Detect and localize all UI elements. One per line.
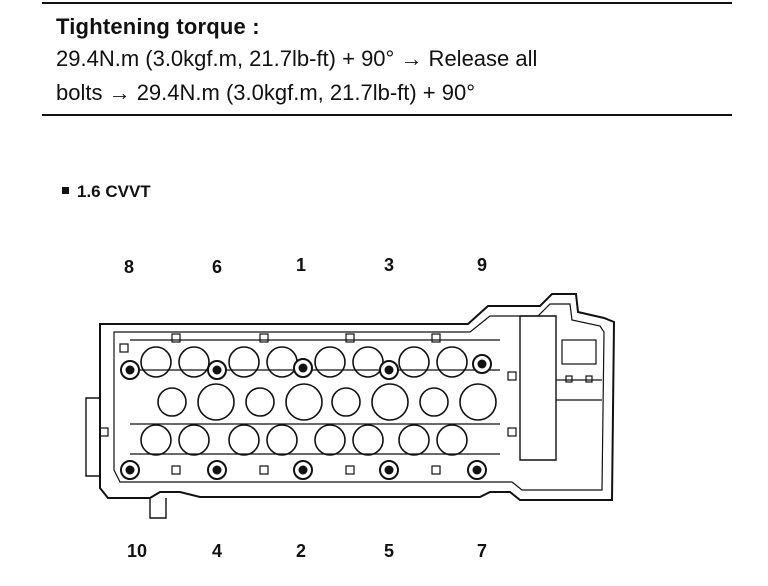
- head-outline: [99, 293, 616, 501]
- head-bolt-icon: [293, 460, 313, 480]
- right-chain-cover: [519, 315, 557, 461]
- engine-label-text: 1.6 CVVT: [77, 182, 151, 201]
- bolt-number-bottom-4: 5: [383, 541, 395, 561]
- head-inner-outline: [113, 303, 605, 491]
- head-bolt-icon: [207, 460, 227, 480]
- head-bolts-bottom: [120, 460, 487, 480]
- torque-spec-box: Tightening torque : 29.4N.m (3.0kgf.m, 2…: [42, 0, 732, 118]
- intake-valve-pockets: [140, 346, 468, 378]
- head-bolt-icon: [120, 360, 140, 380]
- bottom-rule: [42, 114, 732, 116]
- head-bolt-icon: [207, 360, 227, 380]
- bolt-number-bottom-3: 2: [295, 541, 307, 561]
- exhaust-rail: [130, 423, 500, 455]
- head-bolts-top: [120, 354, 492, 380]
- bolt-number-top-4: 3: [383, 255, 395, 275]
- exhaust-valve-pockets: [140, 424, 468, 456]
- spec-line-2: bolts → 29.4N.m (3.0kgf.m, 21.7lb-ft) + …: [56, 80, 476, 105]
- bolt-number-bottom-2: 4: [211, 541, 223, 561]
- bolt-number-bottom-5: 7: [476, 541, 488, 561]
- center-bores: [157, 383, 497, 421]
- head-bolt-icon: [120, 460, 140, 480]
- head-bolt-icon: [472, 354, 492, 374]
- head-bolt-icon: [379, 460, 399, 480]
- intake-rail: [130, 339, 500, 371]
- bolt-number-bottom-1: 10: [126, 541, 148, 561]
- head-bolt-icon: [293, 358, 313, 378]
- bolt-number-top-5: 9: [476, 255, 488, 275]
- spec-title: Tightening torque :: [56, 14, 260, 39]
- right-chain-cover-inner: [556, 379, 602, 401]
- bullet-icon: [62, 187, 69, 195]
- engine-label: 1.6 CVVT: [62, 182, 151, 202]
- bottom-tab: [149, 498, 167, 519]
- bolt-number-top-1: 8: [123, 257, 135, 277]
- lifter-bosses: [99, 333, 593, 475]
- bolt-number-top-2: 6: [211, 257, 223, 277]
- left-side-bump: [85, 397, 100, 477]
- head-bolt-icon: [467, 460, 487, 480]
- right-chain-window: [561, 339, 597, 365]
- spec-line-1: 29.4N.m (3.0kgf.m, 21.7lb-ft) + 90° → Re…: [56, 46, 538, 71]
- head-bolt-icon: [379, 360, 399, 380]
- top-rule: [42, 2, 732, 4]
- bolt-number-top-3: 1: [295, 255, 307, 275]
